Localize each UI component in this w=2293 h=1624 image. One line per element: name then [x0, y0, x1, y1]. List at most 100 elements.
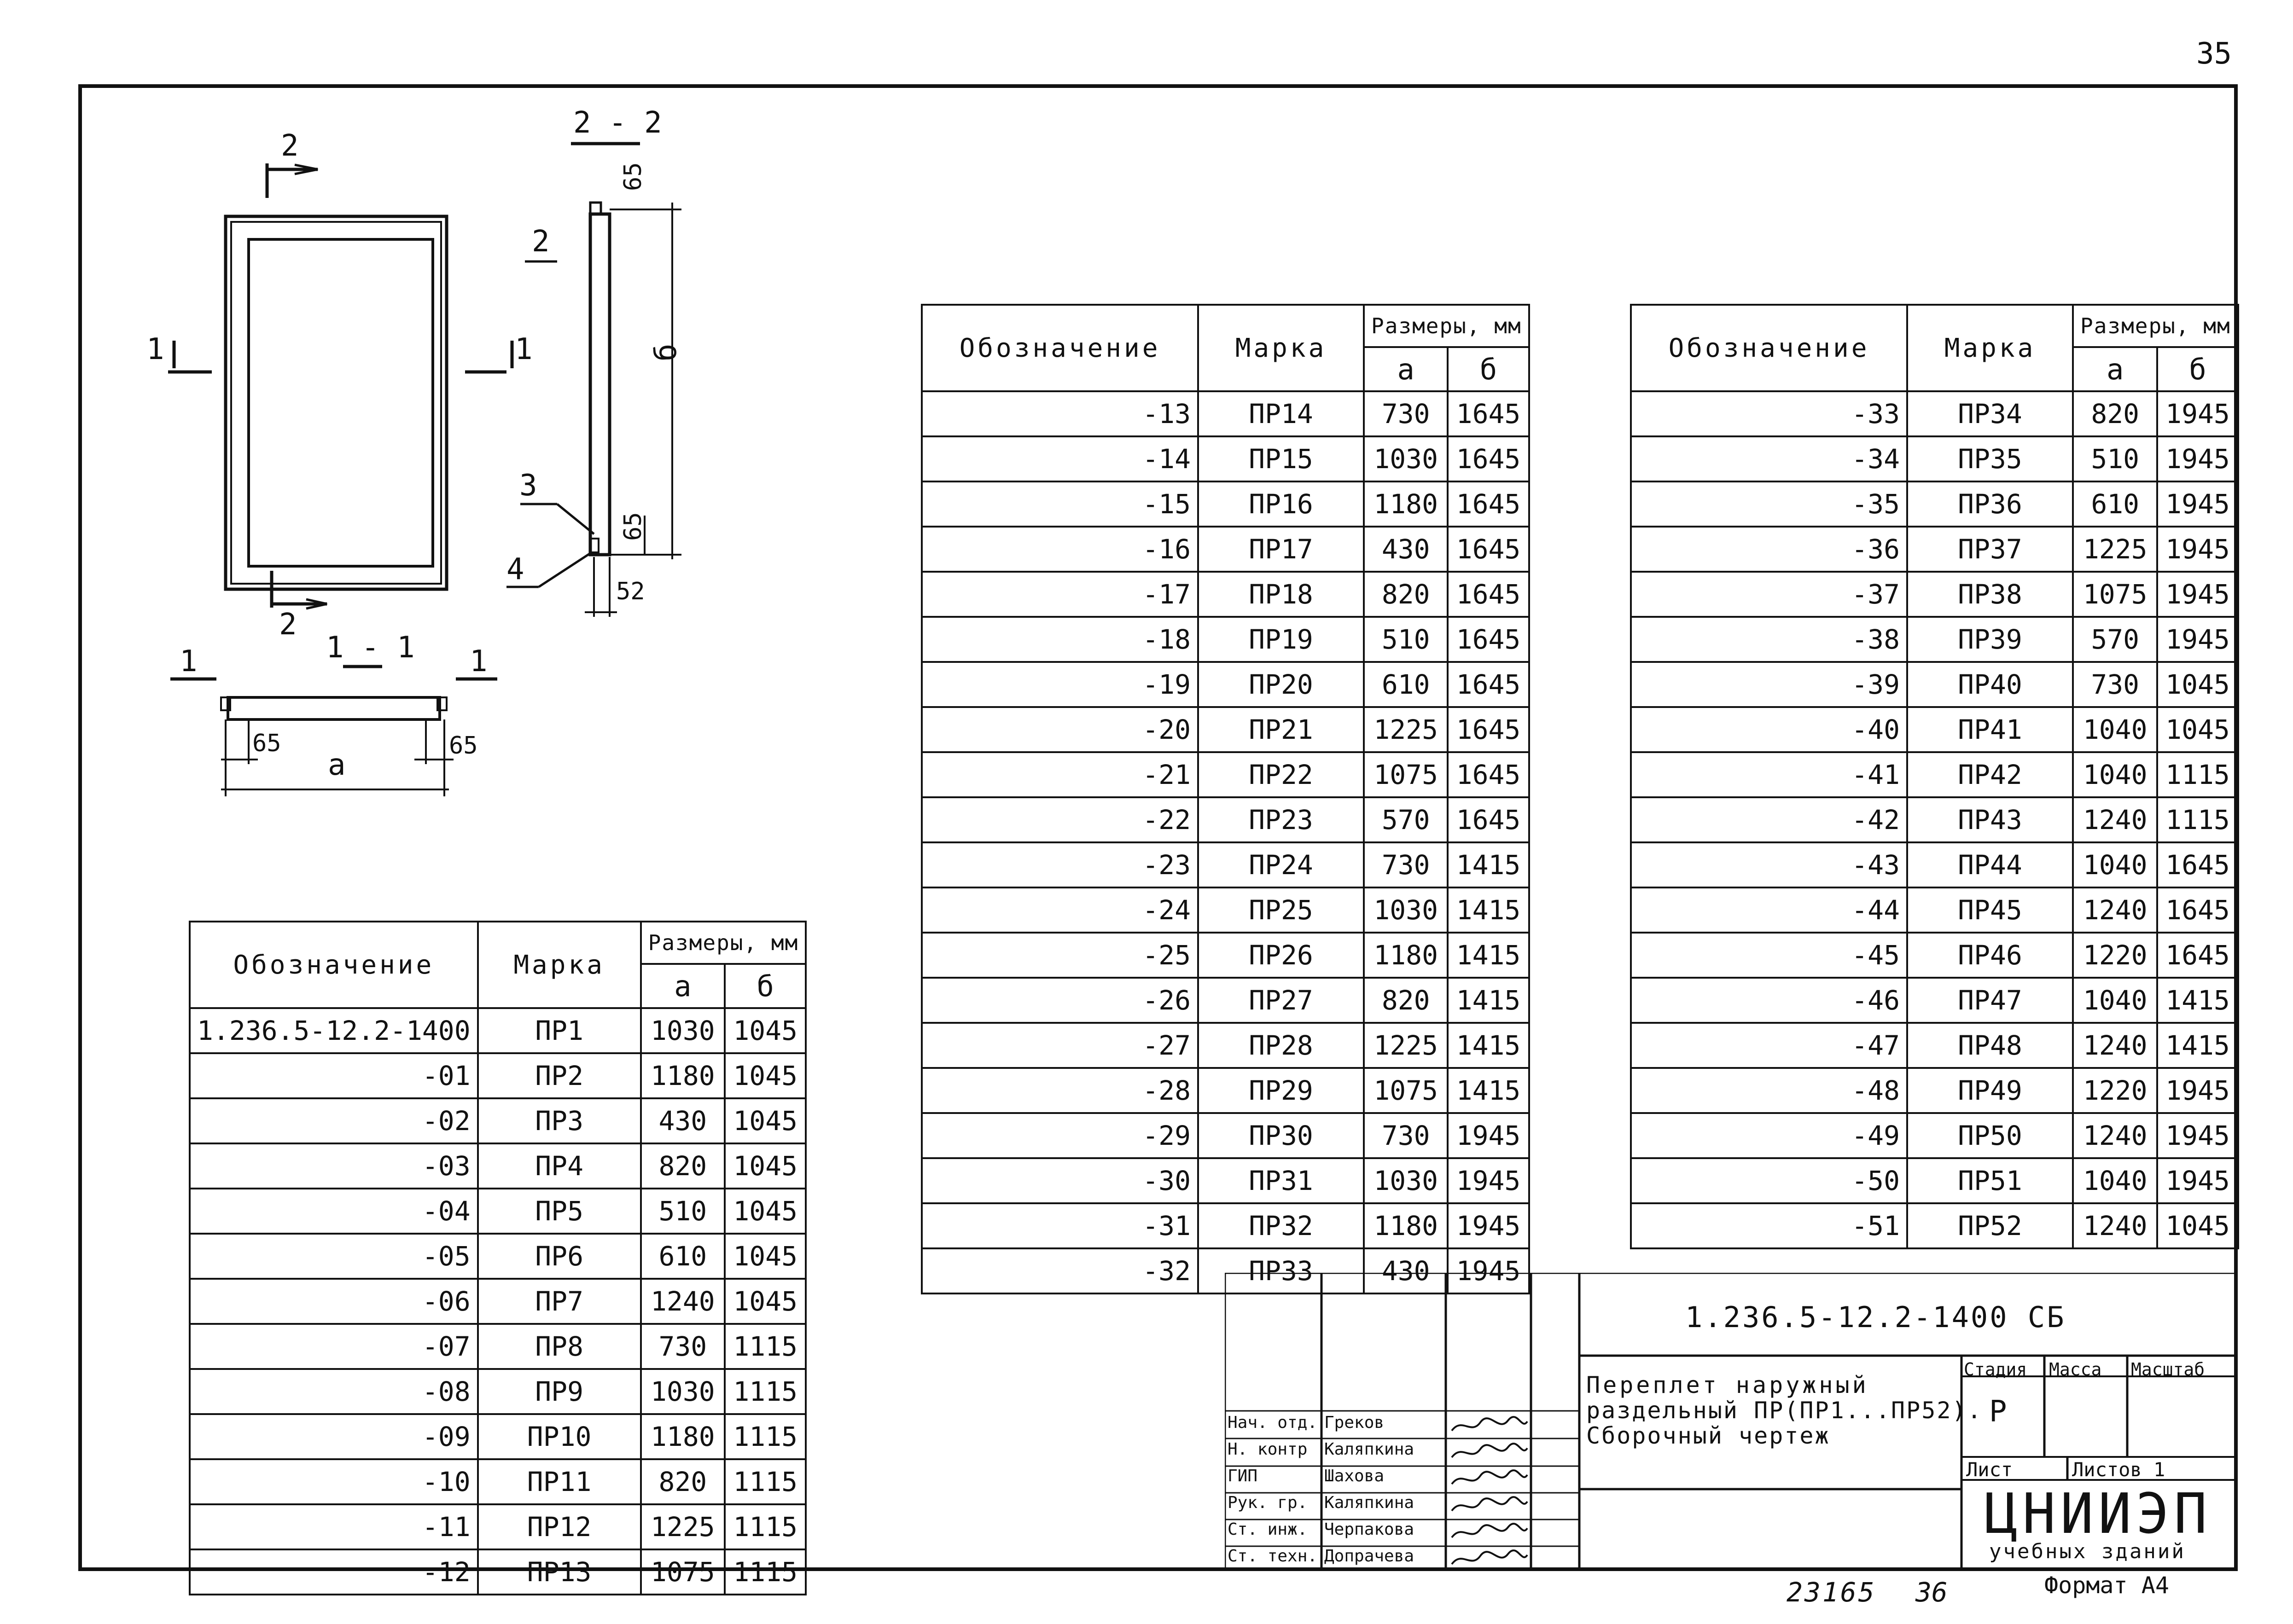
mark-cell: ПР11: [477, 1458, 642, 1505]
designation-cell: -37: [1630, 571, 1908, 618]
designation-cell: 1.236.5-12.2-1400: [189, 1007, 479, 1054]
dim-b-cell: 1945: [2156, 1157, 2239, 1204]
dim-a-cell: 1030: [640, 1368, 726, 1415]
dim-65-top: 65: [619, 162, 647, 191]
section-mark-1-left: 1: [146, 332, 164, 366]
title-block-grid: [1225, 1273, 2238, 1571]
header-b: б: [2156, 346, 2239, 392]
designation-cell: -16: [921, 526, 1199, 573]
designation-cell: -35: [1630, 481, 1908, 528]
header-mark: Марка: [1906, 304, 2074, 392]
dim-a-cell: 430: [640, 1097, 726, 1144]
mark-cell: ПР4: [477, 1143, 642, 1189]
dim-a-cell: 1240: [2072, 796, 2159, 843]
approver-role: Ст. инж.: [1228, 1520, 1308, 1539]
section-mark-2-bottom: 2: [279, 608, 297, 642]
dim-b-cell: 1415: [1447, 1067, 1530, 1114]
designation-cell: -22: [921, 796, 1199, 843]
dim-b-cell: 1645: [1447, 751, 1530, 798]
section-1-1-right-mark: 1: [470, 644, 488, 679]
dim-a-cell: 610: [1362, 661, 1449, 708]
dim-a-cell: 730: [1362, 390, 1449, 437]
designation-cell: -41: [1630, 751, 1908, 798]
dim-a-cell: 1030: [1362, 435, 1449, 482]
designation-cell: -28: [921, 1067, 1199, 1114]
sheets-label: Листов 1: [2072, 1458, 2165, 1481]
designation-cell: -29: [921, 1112, 1199, 1159]
dim-b-cell: 1415: [2156, 977, 2239, 1024]
approver-role: Рук. гр.: [1228, 1493, 1308, 1512]
dim-a-cell: 1075: [1362, 751, 1449, 798]
dim-a-cell: 430: [1362, 1247, 1449, 1294]
signature-mark: [1451, 1469, 1528, 1485]
mark-cell: ПР9: [477, 1368, 642, 1415]
designation-cell: -03: [189, 1143, 479, 1189]
mark-cell: ПР51: [1906, 1157, 2074, 1204]
designation-cell: -06: [189, 1278, 479, 1325]
dim-a-cell: 1225: [1362, 1022, 1449, 1069]
dim-b-cell: 1945: [2156, 435, 2239, 482]
dim-b-cell: 1945: [1447, 1247, 1530, 1294]
designation-cell: -45: [1630, 932, 1908, 979]
designation-cell: -23: [921, 841, 1199, 888]
approver-role: Ст. техн.: [1228, 1547, 1318, 1566]
mark-cell: ПР28: [1197, 1022, 1365, 1069]
header-designation: Обозначение: [1630, 304, 1908, 392]
mark-cell: ПР36: [1906, 481, 2074, 528]
designation-cell: -34: [1630, 435, 1908, 482]
approver-name: Черпакова: [1324, 1520, 1414, 1539]
dim-a-cell: 1075: [2072, 571, 2159, 618]
header-designation: Обозначение: [189, 921, 479, 1009]
dim-b-cell: 1945: [2156, 481, 2239, 528]
designation-cell: -12: [189, 1549, 479, 1595]
designation-cell: -13: [921, 390, 1199, 437]
mark-cell: ПР15: [1197, 435, 1365, 482]
designation-cell: -09: [189, 1413, 479, 1460]
dim-b-cell: 1645: [1447, 706, 1530, 753]
designation-cell: -15: [921, 481, 1199, 528]
designation-cell: -02: [189, 1097, 479, 1144]
mark-cell: ПР25: [1197, 887, 1365, 934]
stage-label: Стадия: [1964, 1359, 2027, 1380]
drawing-title-line-2: раздельный ПР(ПР1...ПР52).: [1586, 1397, 1983, 1424]
callout-4: 4: [506, 552, 524, 586]
dim-a-cell: 1240: [2072, 1112, 2159, 1159]
signature-mark: [1451, 1523, 1528, 1538]
designation-cell: -07: [189, 1323, 479, 1370]
signature-mark: [1451, 1443, 1528, 1458]
header-a: a: [640, 963, 726, 1009]
dim-a-cell: 1040: [2072, 977, 2159, 1024]
mark-cell: ПР23: [1197, 796, 1365, 843]
dim-b-cell: 1415: [1447, 932, 1530, 979]
page-number: 35: [2196, 37, 2232, 71]
designation-cell: -40: [1630, 706, 1908, 753]
dim-b-cell: 1415: [1447, 841, 1530, 888]
mark-cell: ПР20: [1197, 661, 1365, 708]
approver-name: Шахова: [1324, 1467, 1385, 1485]
mark-cell: ПР43: [1906, 796, 2074, 843]
dim-b-cell: 1115: [724, 1368, 807, 1415]
mark-cell: ПР40: [1906, 661, 2074, 708]
header-b: б: [724, 963, 807, 1009]
title-block: 1.236.5-12.2-1400 СБ Переплет наружный р…: [1225, 1273, 2238, 1571]
header-mark: Марка: [477, 921, 642, 1009]
designation-cell: -04: [189, 1188, 479, 1235]
designation-cell: -27: [921, 1022, 1199, 1069]
mark-cell: ПР17: [1197, 526, 1365, 573]
mark-cell: ПР19: [1197, 616, 1365, 663]
